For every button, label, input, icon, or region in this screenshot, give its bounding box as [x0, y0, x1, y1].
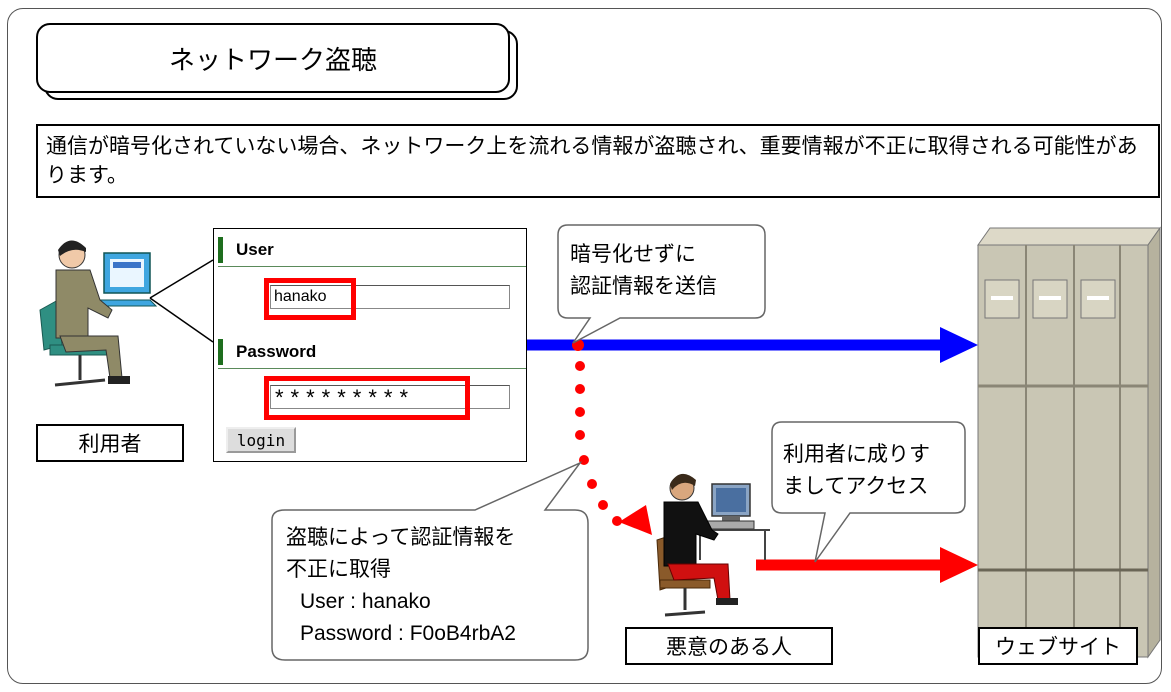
diagram-frame: [7, 8, 1162, 684]
user-field-label: User: [236, 240, 274, 259]
bubble-stolen: [271, 461, 589, 661]
legit-flow-arrow: [527, 327, 978, 363]
login-form-panel: User hanako Password ********* login: [213, 228, 527, 462]
connector-line-top: [149, 259, 214, 299]
bubble-impersonate: [771, 421, 966, 563]
password-input[interactable]: *********: [270, 385, 510, 410]
bubble-unencrypted-line1: 暗号化せずに: [570, 242, 696, 266]
password-highlight: [264, 376, 470, 420]
bubble-stolen-user: User : hanako: [300, 590, 431, 613]
bubble-stolen-password: Password : F0oB4rbA2: [300, 622, 516, 645]
user-section-marker: [218, 237, 223, 263]
bubble-stolen-line1: 盗聴によって認証情報を: [286, 525, 516, 549]
attacker-at-computer-icon: [656, 473, 770, 617]
login-button[interactable]: login: [226, 427, 296, 453]
server-rack-icon: [977, 226, 1161, 659]
attacker-label: 悪意のある人: [625, 627, 833, 665]
person-at-computer-icon: [39, 240, 158, 387]
bubble-impersonate-line1: 利用者に成りす: [783, 442, 930, 466]
user-section-divider: [218, 266, 526, 267]
interception-path: [572, 339, 652, 535]
bubble-unencrypted: [557, 224, 766, 344]
page-title: ネットワーク盗聴: [36, 23, 510, 93]
password-section-divider: [218, 368, 526, 369]
user-label: 利用者: [36, 424, 184, 462]
bubble-impersonate-line2: ましてアクセス: [783, 474, 929, 498]
description-text: 通信が暗号化されていない場合、ネットワーク上を流れる情報が盗聴され、重要情報が不…: [36, 124, 1160, 198]
password-section-marker: [218, 339, 223, 365]
attack-flow-arrow: [756, 547, 978, 583]
bubble-unencrypted-line2: 認証情報を送信: [570, 274, 717, 298]
bubble-stolen-line2: 不正に取得: [286, 557, 391, 581]
password-field-label: Password: [236, 342, 317, 361]
username-highlight: [264, 278, 356, 320]
connector-line-bottom: [149, 297, 214, 343]
website-label: ウェブサイト: [978, 627, 1138, 665]
username-input[interactable]: hanako: [270, 285, 510, 309]
